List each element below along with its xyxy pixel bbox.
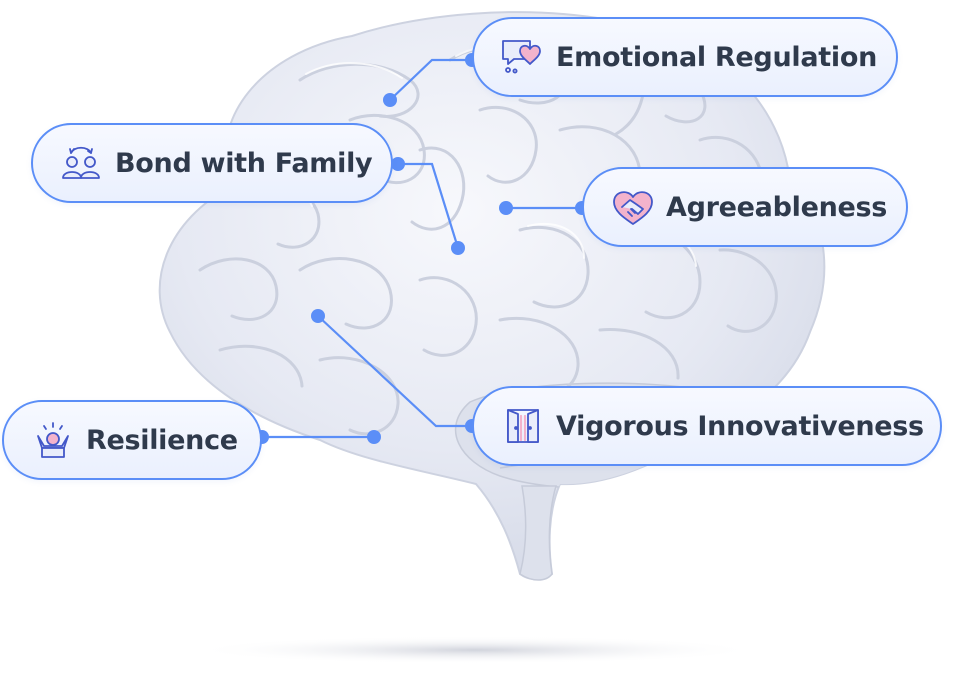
- connector-vigorous-innovativeness: [317, 315, 472, 428]
- connector-emotional-regulation: [389, 58, 472, 101]
- trait-pill-resilience: Resilience: [2, 400, 262, 480]
- trait-label-agreeableness: Agreeableness: [666, 191, 888, 223]
- brain-dot-resilience: [367, 430, 381, 444]
- trait-label-emotional-regulation: Emotional Regulation: [556, 41, 877, 73]
- trait-label-resilience: Resilience: [86, 424, 238, 456]
- person-rays-icon: [30, 420, 76, 460]
- trait-pill-vigorous-innovativeness: Vigorous Innovativeness: [472, 386, 942, 466]
- open-door-icon: [500, 406, 546, 446]
- brain-illustration: [158, 11, 826, 581]
- brain-dot-vigorous-innovativeness: [311, 309, 325, 323]
- handshake-heart-icon: [610, 187, 656, 227]
- trait-pill-agreeableness: Agreeableness: [582, 167, 908, 247]
- pill-dot-bond-with-family: [391, 157, 405, 171]
- trait-pill-bond-with-family: Bond with Family: [31, 123, 393, 203]
- trait-label-vigorous-innovativeness: Vigorous Innovativeness: [556, 410, 924, 442]
- brain-floor-shadow: [190, 636, 760, 664]
- heart-chat-icon: [500, 37, 546, 77]
- connector-bond-with-family: [398, 162, 460, 249]
- family-arrows-icon: [59, 143, 105, 183]
- brain-dot-bond-with-family: [451, 241, 465, 255]
- brain-dot-emotional-regulation: [383, 93, 397, 107]
- brain-dot-agreeableness: [499, 201, 513, 215]
- connector-lines: [262, 58, 582, 439]
- trait-label-bond-with-family: Bond with Family: [115, 147, 373, 179]
- trait-pill-emotional-regulation: Emotional Regulation: [472, 17, 898, 97]
